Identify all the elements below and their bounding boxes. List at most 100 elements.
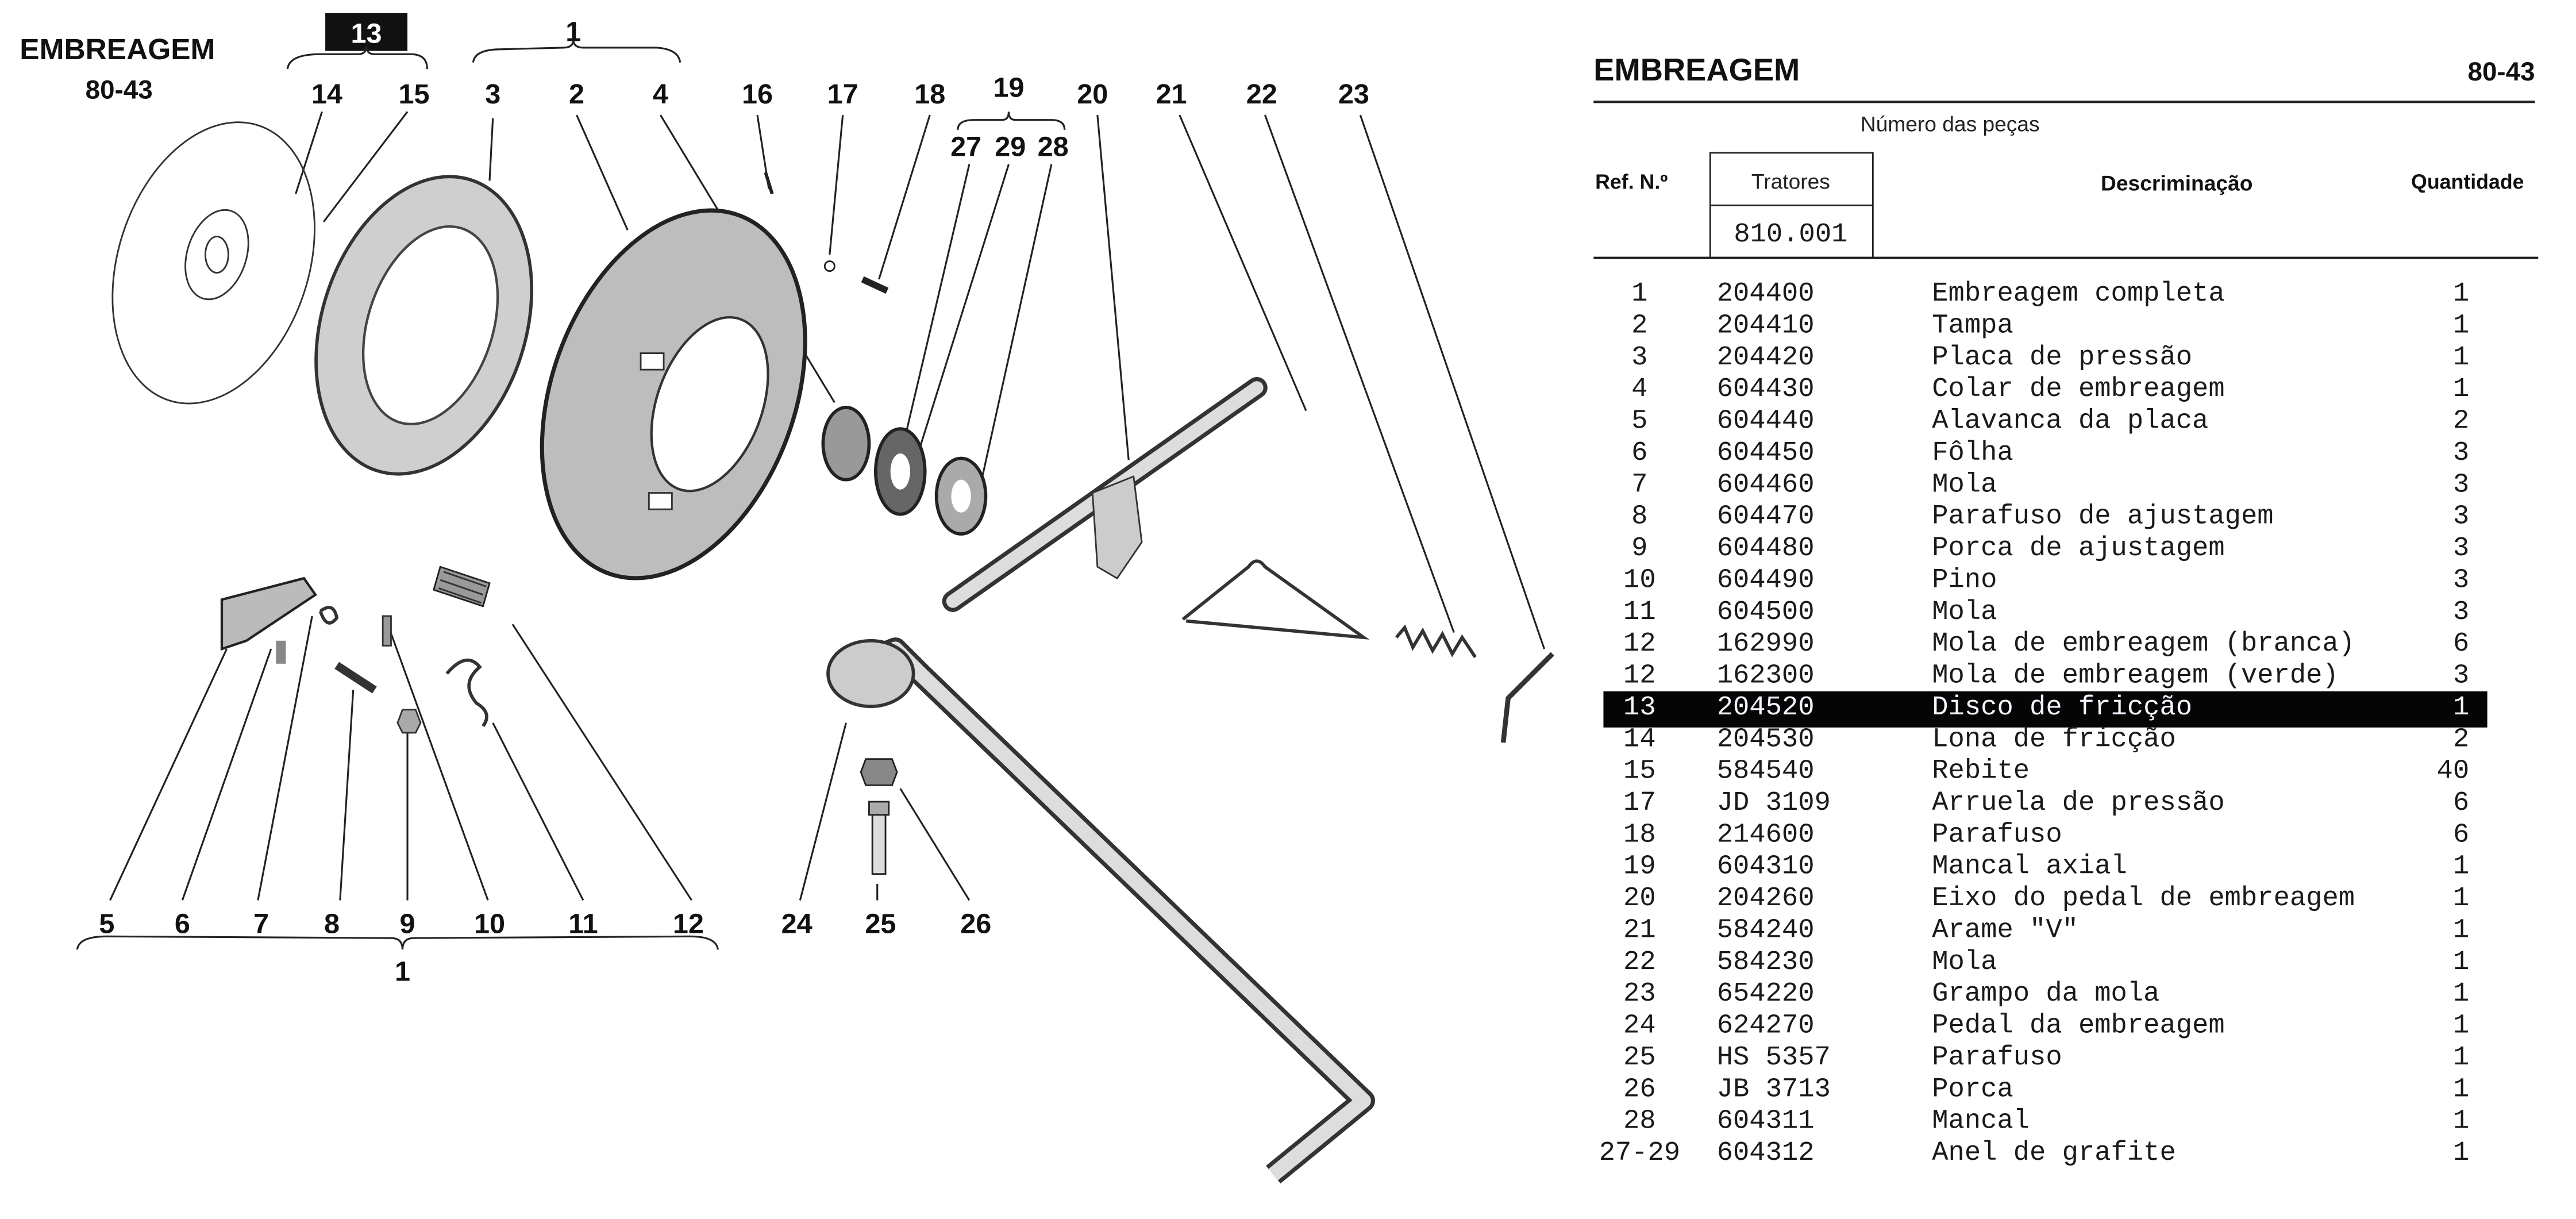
callout-23: 23 xyxy=(1338,79,1369,110)
quantity: 1 xyxy=(2453,310,2469,341)
part-number: 204410 xyxy=(1717,310,1815,341)
clutch-cover-drawing xyxy=(540,208,807,580)
part-number: 604430 xyxy=(1717,374,1815,405)
callout-25: 25 xyxy=(865,909,896,940)
part-number: 604310 xyxy=(1717,852,1815,882)
quantity: 3 xyxy=(2453,438,2469,468)
ref-number: 5 xyxy=(1631,406,1647,437)
part-number: 214600 xyxy=(1717,820,1815,850)
part-number: 162300 xyxy=(1717,661,1815,691)
quantity: 3 xyxy=(2453,565,2469,595)
callout-15: 15 xyxy=(398,79,429,110)
ref-number: 2 xyxy=(1631,310,1647,341)
bolt-nut-drawing xyxy=(860,758,898,875)
ref-number: 22 xyxy=(1623,947,1656,978)
part-number: 604460 xyxy=(1717,470,1815,500)
ref-number: 6 xyxy=(1631,438,1647,468)
part-number: 204260 xyxy=(1717,883,1815,914)
callout-10: 10 xyxy=(474,909,505,940)
quantity: 1 xyxy=(2453,693,2469,723)
quantity: 6 xyxy=(2453,629,2469,659)
ref-number: 19 xyxy=(1623,852,1656,882)
quantity: 2 xyxy=(2453,406,2469,437)
part-number: 584540 xyxy=(1717,756,1815,787)
description: Grampo da mola xyxy=(1932,979,2159,1009)
callout-16: 16 xyxy=(742,79,773,110)
ref-number: 23 xyxy=(1623,979,1656,1009)
group-header: Número das peças xyxy=(1861,112,2040,136)
quantity: 6 xyxy=(2453,820,2469,850)
quantity: 1 xyxy=(2453,883,2469,914)
clutch-pedal-drawing xyxy=(826,637,1376,1184)
description: Disco de fricção xyxy=(1932,693,2192,723)
quantity: 1 xyxy=(2453,1043,2469,1073)
ref-number: 18 xyxy=(1623,820,1656,850)
quantity: 1 xyxy=(2453,343,2469,373)
brace-small-parts xyxy=(76,935,719,950)
part-number: 604440 xyxy=(1717,406,1815,437)
ref-number: 26 xyxy=(1623,1074,1656,1105)
description: Rebite xyxy=(1932,756,2030,787)
ref-number: 28 xyxy=(1623,1106,1656,1137)
description: Fôlha xyxy=(1932,438,2013,468)
quantity: 6 xyxy=(2453,788,2469,818)
ref-number: 7 xyxy=(1631,470,1647,500)
part-number: 204400 xyxy=(1717,279,1815,309)
callout-12: 12 xyxy=(673,909,704,940)
callout-4: 4 xyxy=(653,79,668,110)
ref-number: 12 xyxy=(1623,629,1656,659)
parts-table: EMBREAGEM 80-43 Número das peças Ref. N.… xyxy=(1593,52,2539,1168)
group-19-label: 19 xyxy=(993,72,1024,103)
ref-number: 20 xyxy=(1623,883,1656,914)
callout-21: 21 xyxy=(1156,79,1187,110)
ref-number: 27-29 xyxy=(1599,1138,1681,1168)
brace-1 xyxy=(472,39,681,63)
quantity: 1 xyxy=(2453,947,2469,978)
callout-8: 8 xyxy=(324,909,340,940)
description: Embreagem completa xyxy=(1932,279,2224,309)
callout-14: 14 xyxy=(311,79,342,110)
group-13-box xyxy=(325,13,408,51)
part-number: 204420 xyxy=(1717,343,1815,373)
callout-20: 20 xyxy=(1077,79,1108,110)
highlight-bar xyxy=(1603,691,2488,728)
part-number: 584230 xyxy=(1717,947,1815,978)
callout-22: 22 xyxy=(1246,79,1277,110)
callout-24: 24 xyxy=(781,909,813,940)
description: Anel de grafite xyxy=(1932,1138,2176,1168)
callout-9: 9 xyxy=(400,909,415,940)
callout-7: 7 xyxy=(253,909,269,940)
callout-6: 6 xyxy=(175,909,190,940)
ref-number: 3 xyxy=(1631,343,1647,373)
ref-number: 10 xyxy=(1623,565,1656,595)
col-quantity-header: Quantidade xyxy=(2411,171,2524,194)
callout-27: 27 xyxy=(950,132,981,163)
spring-clip-drawing xyxy=(1500,652,1554,743)
description: Arruela de pressão xyxy=(1932,788,2224,818)
callout-11: 11 xyxy=(568,909,598,940)
col-tractors-header: Tratores xyxy=(1751,170,1830,194)
description: Pino xyxy=(1932,565,1997,595)
ref-number: 15 xyxy=(1623,756,1656,787)
quantity: 2 xyxy=(2453,724,2469,755)
quantity: 1 xyxy=(2453,1106,2469,1137)
diagram-page-code: 80-43 xyxy=(86,75,153,105)
quantity: 1 xyxy=(2453,374,2469,405)
quantity: 1 xyxy=(2453,852,2469,882)
table-page-code: 80-43 xyxy=(2468,57,2535,86)
quantity: 1 xyxy=(2453,1011,2469,1041)
